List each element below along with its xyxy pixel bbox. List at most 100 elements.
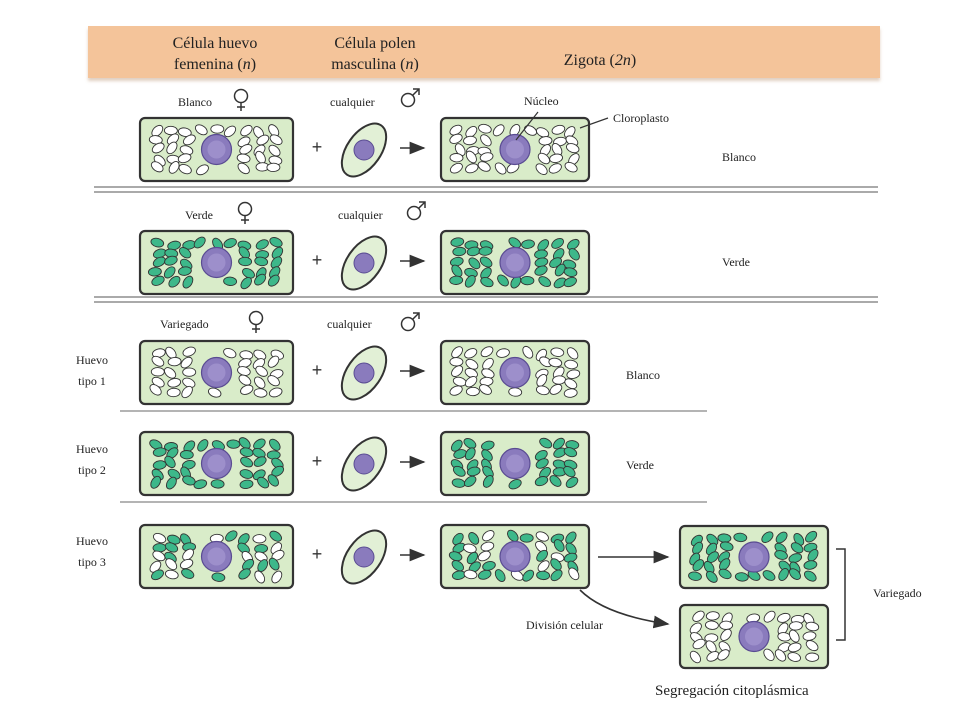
chloroplast xyxy=(193,479,208,490)
chloroplast xyxy=(197,439,209,452)
chloroplast xyxy=(704,620,719,630)
chloroplast xyxy=(463,135,477,146)
chloroplast xyxy=(468,257,481,270)
chloroplast xyxy=(466,466,481,477)
chloroplast xyxy=(255,365,268,377)
chloroplast xyxy=(734,572,749,582)
chloroplast xyxy=(254,273,267,286)
chloroplast xyxy=(164,455,176,469)
chloroplast xyxy=(717,649,730,661)
chloroplast xyxy=(463,569,478,580)
chloroplast xyxy=(787,652,801,662)
chloroplast xyxy=(774,649,787,662)
chloroplast xyxy=(480,277,494,288)
chloroplast xyxy=(551,124,566,135)
chloroplast xyxy=(183,134,196,146)
chloroplast xyxy=(451,560,464,572)
chloroplast xyxy=(535,163,548,176)
chloroplast-label: Cloroplasto xyxy=(613,111,669,125)
chloroplast xyxy=(788,553,803,564)
female-symbol-icon xyxy=(233,88,249,111)
chloroplast xyxy=(564,378,578,390)
chloroplast xyxy=(535,385,550,396)
chloroplast xyxy=(152,256,166,268)
arrows: +++++ xyxy=(312,111,846,641)
chloroplast xyxy=(788,621,803,631)
chloroplast xyxy=(181,568,195,579)
chloroplast xyxy=(468,532,480,545)
chloroplast xyxy=(479,384,492,395)
chloroplast xyxy=(552,437,565,450)
chloroplast xyxy=(565,476,579,488)
chloroplast xyxy=(166,387,181,398)
variegated-label: Variegado xyxy=(873,586,922,600)
chloroplast xyxy=(163,125,178,136)
chloroplast xyxy=(148,135,163,145)
chloroplast xyxy=(479,256,493,268)
chloroplast xyxy=(269,134,283,146)
chloroplast xyxy=(805,621,820,632)
egg-cell-2 xyxy=(138,229,295,296)
chloroplast xyxy=(152,532,167,544)
chloroplast xyxy=(150,475,162,489)
chloroplast xyxy=(548,357,563,368)
row1-male-label: cualquier xyxy=(330,95,375,109)
chloroplast xyxy=(151,355,165,367)
pollen-nucleus xyxy=(353,546,375,568)
chloroplast xyxy=(253,456,267,467)
chloroplast xyxy=(477,569,492,580)
chloroplast xyxy=(449,357,464,367)
cell-division-label: División celular xyxy=(526,618,603,632)
chloroplast xyxy=(536,374,548,387)
row2-result-label: Verde xyxy=(722,255,750,269)
chloroplast xyxy=(151,275,165,286)
chloroplast xyxy=(239,469,254,479)
chloroplast xyxy=(168,161,180,174)
chloroplast xyxy=(535,531,549,542)
chloroplast xyxy=(240,456,254,468)
chloroplast xyxy=(481,440,495,451)
chloroplast xyxy=(167,356,182,367)
chloroplast xyxy=(255,239,269,250)
male-symbol-icon xyxy=(406,201,426,221)
chloroplast xyxy=(239,479,254,490)
chloroplast xyxy=(508,237,522,249)
egg-cell-5 xyxy=(138,523,295,590)
chloroplast xyxy=(549,153,563,164)
chloroplast xyxy=(182,548,194,561)
chloroplast xyxy=(448,551,463,562)
chloroplast xyxy=(566,369,581,379)
arrow-to-daughter-white xyxy=(579,589,670,629)
zygote-cell-4 xyxy=(439,430,591,497)
chloroplast xyxy=(223,125,237,138)
row3-male-label: cualquier xyxy=(327,317,372,331)
chloroplast xyxy=(268,557,280,571)
chloroplast xyxy=(534,476,549,487)
chloroplast xyxy=(480,134,492,147)
variegated-bracket xyxy=(836,548,846,641)
chloroplast-pointer xyxy=(579,117,609,129)
chloroplast xyxy=(240,124,253,137)
chloroplast xyxy=(240,384,254,395)
chloroplast xyxy=(537,152,551,165)
chloroplast xyxy=(253,438,266,450)
chloroplast xyxy=(238,374,252,386)
chloroplast xyxy=(482,530,495,542)
chloroplast xyxy=(564,126,576,139)
chloroplast xyxy=(480,541,495,552)
chloroplast xyxy=(790,542,804,554)
chloroplast xyxy=(522,345,534,359)
chloroplast xyxy=(238,568,251,580)
chloroplast xyxy=(689,650,702,664)
chloroplast xyxy=(166,141,178,155)
egg-type-1-result: Blanco xyxy=(626,368,660,382)
chloroplast xyxy=(567,238,580,251)
chloroplast xyxy=(522,569,535,582)
sex-symbols xyxy=(233,88,426,333)
chloroplast xyxy=(534,265,548,276)
chloroplast xyxy=(763,648,775,661)
chloroplast xyxy=(566,347,579,360)
header-zygote: Zigota (2n) xyxy=(563,52,637,69)
chloroplast xyxy=(240,277,252,290)
